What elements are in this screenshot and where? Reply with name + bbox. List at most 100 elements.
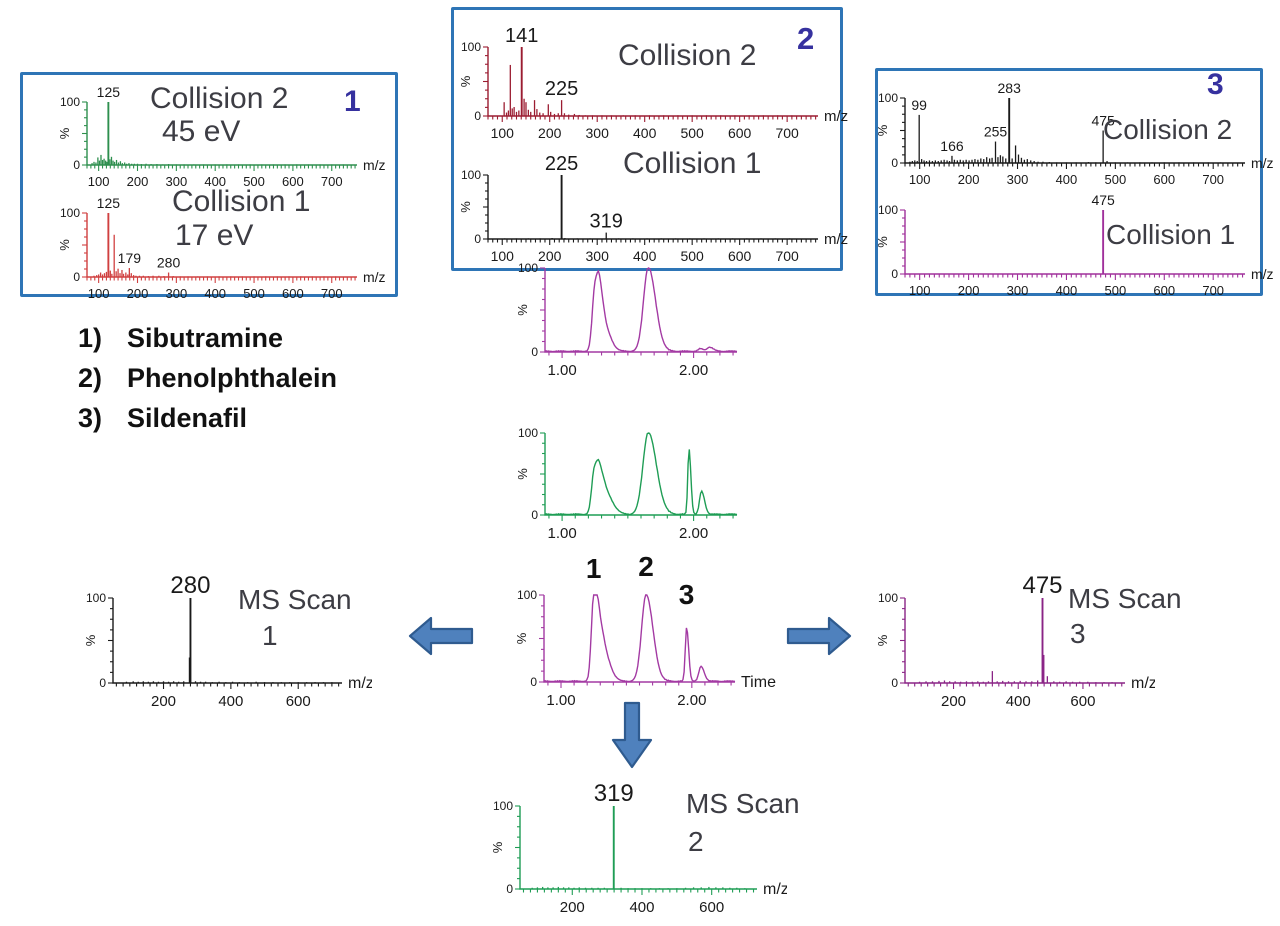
box3-top-label: Collision 2 <box>1103 114 1233 145</box>
svg-text:1.00: 1.00 <box>547 525 576 541</box>
svg-text:400: 400 <box>1056 283 1078 298</box>
svg-text:225: 225 <box>545 153 578 175</box>
svg-text:2.00: 2.00 <box>677 692 706 708</box>
svg-text:500: 500 <box>1105 283 1127 298</box>
box1-top-label: Collision 2 <box>150 82 289 115</box>
svg-text:200: 200 <box>538 248 562 264</box>
svg-text:500: 500 <box>680 125 704 141</box>
svg-text:%: % <box>514 632 529 644</box>
svg-text:600: 600 <box>286 693 311 709</box>
svg-text:%: % <box>83 634 98 646</box>
svg-text:200: 200 <box>538 125 562 141</box>
ms-scan-2-title: MS Scan <box>686 788 800 819</box>
svg-text:100: 100 <box>493 799 513 813</box>
svg-text:m/z: m/z <box>1251 266 1274 282</box>
svg-text:700: 700 <box>775 248 799 264</box>
arrow-down-icon <box>611 701 653 769</box>
svg-text:0: 0 <box>891 267 898 281</box>
svg-text:300: 300 <box>166 174 188 189</box>
svg-text:2.00: 2.00 <box>679 362 708 378</box>
svg-text:100: 100 <box>491 125 515 141</box>
legend-num-2: 2) <box>78 363 103 393</box>
svg-text:2.00: 2.00 <box>679 525 708 541</box>
svg-text:100: 100 <box>909 172 931 187</box>
svg-text:225: 225 <box>545 78 578 100</box>
svg-text:600: 600 <box>282 286 304 301</box>
legend-num-1: 1) <box>78 323 103 353</box>
svg-text:200: 200 <box>127 286 149 301</box>
svg-text:200: 200 <box>941 693 966 709</box>
svg-text:%: % <box>875 124 890 136</box>
svg-text:141: 141 <box>505 25 538 47</box>
svg-text:%: % <box>875 236 890 248</box>
ms-scan-3-title: MS Scan <box>1068 583 1182 614</box>
svg-text:100: 100 <box>878 203 898 217</box>
svg-text:500: 500 <box>243 174 265 189</box>
svg-text:m/z: m/z <box>348 675 372 692</box>
svg-text:600: 600 <box>728 248 752 264</box>
svg-text:700: 700 <box>1202 172 1224 187</box>
svg-text:500: 500 <box>243 286 265 301</box>
svg-text:100: 100 <box>88 174 110 189</box>
svg-text:255: 255 <box>984 124 1008 140</box>
box2-number: 2 <box>797 21 815 56</box>
svg-text:1.00: 1.00 <box>546 692 575 708</box>
svg-text:%: % <box>458 201 473 213</box>
box1-bottom-energy: 17 eV <box>175 219 254 252</box>
svg-text:300: 300 <box>1007 283 1029 298</box>
legend-name-1: Sibutramine <box>127 323 284 353</box>
svg-text:300: 300 <box>586 248 610 264</box>
svg-text:200: 200 <box>958 172 980 187</box>
svg-text:1.00: 1.00 <box>547 362 576 378</box>
svg-text:100: 100 <box>88 286 110 301</box>
svg-text:179: 179 <box>118 250 142 266</box>
svg-text:0: 0 <box>474 232 481 246</box>
svg-text:100: 100 <box>86 591 106 605</box>
svg-text:%: % <box>515 468 530 480</box>
ms-scan-1-title: MS Scan <box>238 584 352 615</box>
svg-text:125: 125 <box>97 195 121 211</box>
svg-text:100: 100 <box>878 91 898 105</box>
svg-text:475: 475 <box>1091 192 1115 208</box>
svg-text:200: 200 <box>560 899 585 915</box>
svg-text:600: 600 <box>1153 172 1175 187</box>
box2-top-label: Collision 2 <box>618 39 757 72</box>
ms-scan-1-number: 1 <box>262 620 278 651</box>
legend-item-1: 1) Sibutramine <box>78 318 337 358</box>
svg-text:400: 400 <box>1056 172 1078 187</box>
spectra-box-1 <box>20 72 398 297</box>
svg-text:%: % <box>458 75 473 87</box>
svg-text:m/z: m/z <box>363 269 386 285</box>
svg-text:0: 0 <box>506 882 513 896</box>
svg-text:99: 99 <box>911 97 927 113</box>
svg-text:0: 0 <box>530 675 537 689</box>
box1-number: 1 <box>344 85 361 118</box>
svg-text:700: 700 <box>321 286 343 301</box>
legend-name-3: Sildenafil <box>127 403 248 433</box>
arrow-right-icon <box>786 616 852 656</box>
svg-text:700: 700 <box>1202 283 1224 298</box>
svg-text:400: 400 <box>218 693 243 709</box>
svg-text:100: 100 <box>461 168 481 182</box>
svg-text:400: 400 <box>204 174 226 189</box>
svg-text:0: 0 <box>531 345 538 359</box>
svg-text:166: 166 <box>940 138 964 154</box>
svg-text:0: 0 <box>891 676 898 690</box>
svg-text:280: 280 <box>170 572 210 599</box>
svg-text:700: 700 <box>775 125 799 141</box>
svg-text:319: 319 <box>594 780 634 807</box>
svg-text:m/z: m/z <box>1131 675 1155 692</box>
svg-text:200: 200 <box>151 693 176 709</box>
svg-text:m/z: m/z <box>824 231 848 248</box>
svg-text:Time: Time <box>741 674 776 691</box>
svg-text:300: 300 <box>166 286 188 301</box>
svg-text:100: 100 <box>60 206 80 220</box>
svg-text:0: 0 <box>531 508 538 522</box>
svg-text:700: 700 <box>321 174 343 189</box>
